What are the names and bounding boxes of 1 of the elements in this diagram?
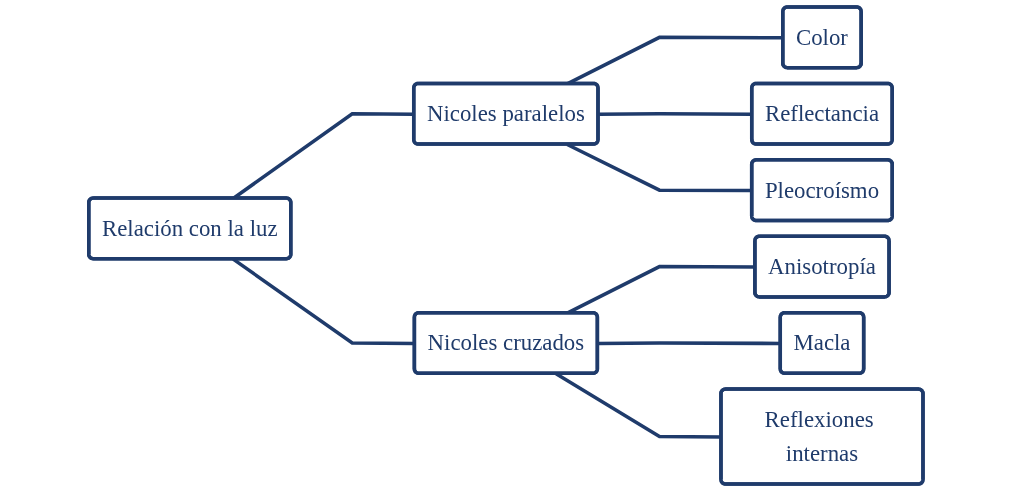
connector: [598, 112, 753, 116]
